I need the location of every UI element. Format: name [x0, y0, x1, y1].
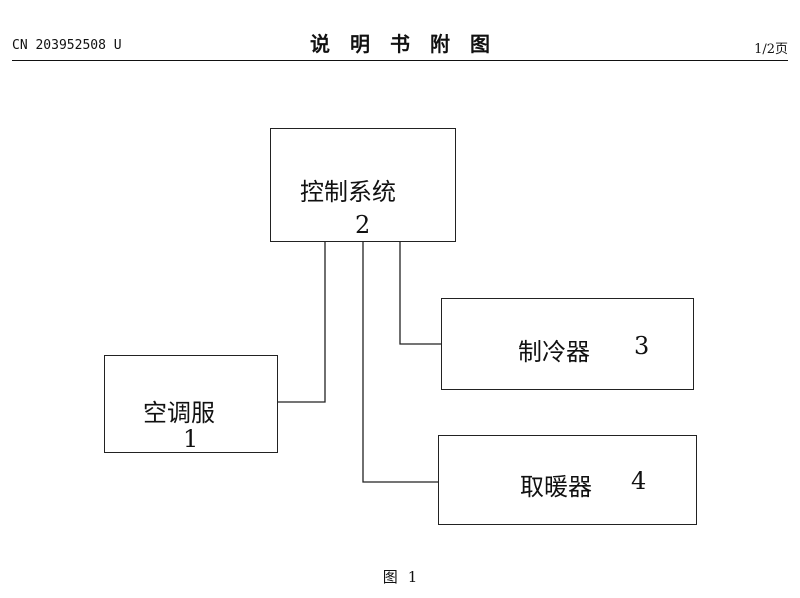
header-rule: [12, 60, 788, 61]
figure-caption-word: 图: [382, 568, 398, 586]
figure-caption-number: 1: [407, 568, 418, 586]
cooler-box: 制冷器 3: [441, 298, 694, 390]
control-system-number: 2: [355, 211, 371, 239]
edge-control-cooler: [399, 242, 441, 345]
cooler-number: 3: [634, 332, 650, 360]
control-system-box: 控制系统 2: [270, 128, 456, 242]
suit-box: 空调服 1: [104, 355, 278, 453]
heater-label: 取暖器: [520, 473, 592, 501]
heater-box: 取暖器 4: [438, 435, 697, 525]
edge-control-suit: [278, 242, 326, 403]
heater-number: 4: [631, 467, 647, 495]
section-title: 说明书附图: [310, 32, 510, 56]
document-number: CN 203952508 U: [12, 38, 122, 53]
edge-control-heater: [362, 242, 438, 483]
page-indicator: 1/2页: [754, 42, 788, 57]
suit-number: 1: [183, 425, 199, 453]
control-system-label: 控制系统: [300, 178, 396, 206]
cooler-label: 制冷器: [518, 338, 590, 366]
suit-label: 空调服: [143, 399, 215, 427]
